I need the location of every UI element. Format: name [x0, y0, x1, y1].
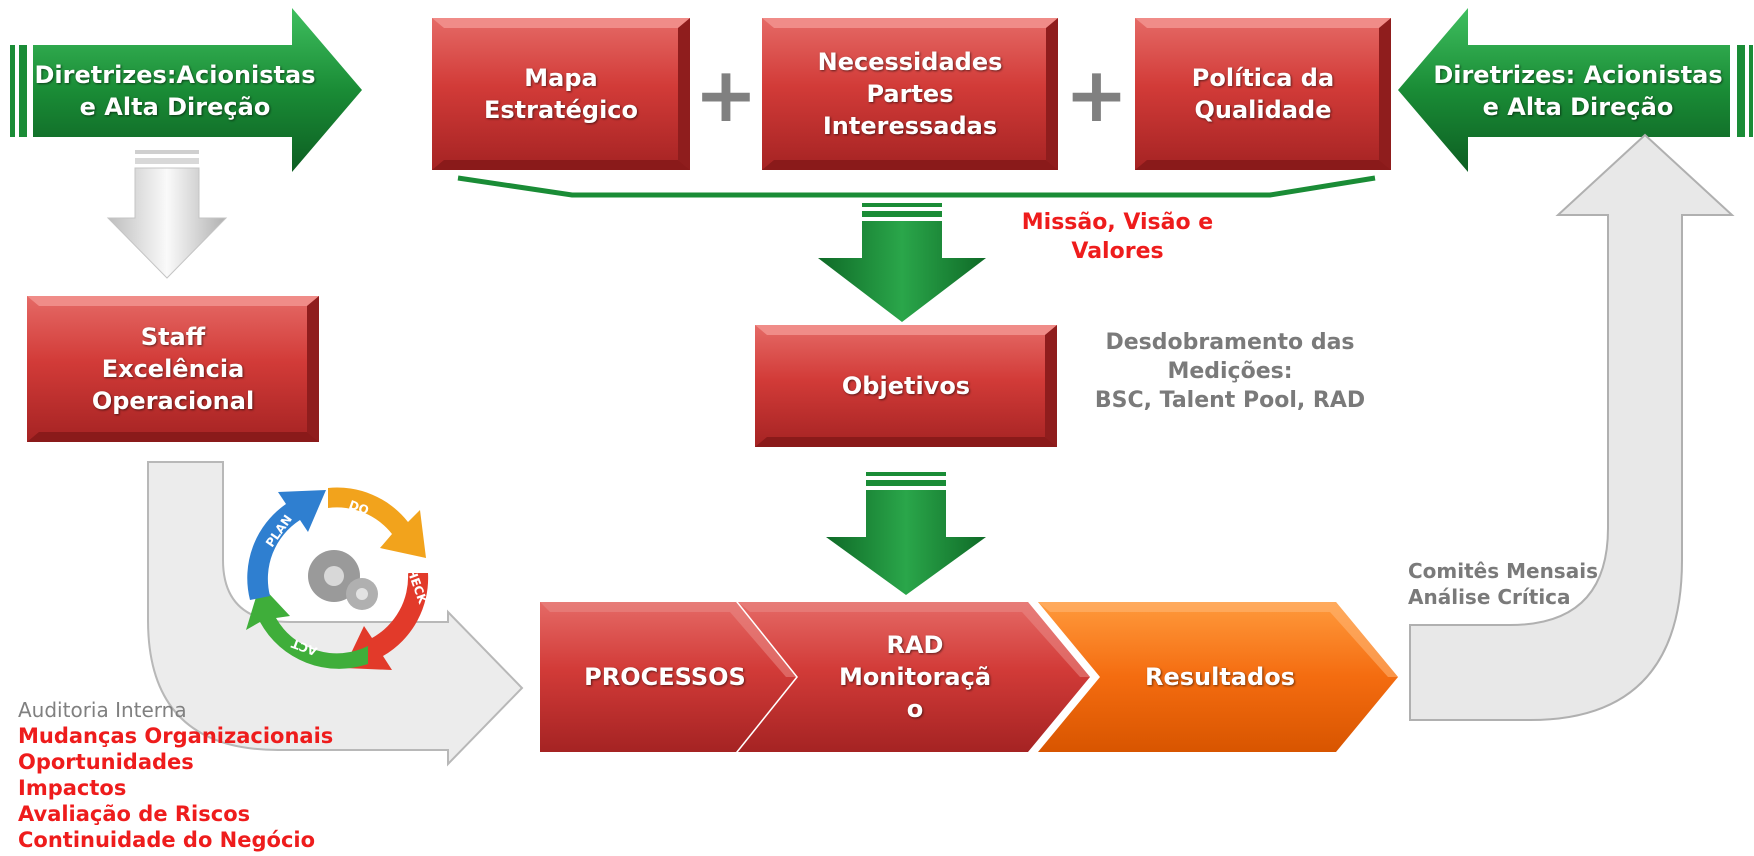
- objetivos-label: Objetivos: [841, 372, 971, 400]
- auditoria-title: Auditoria Interna: [18, 698, 187, 722]
- auditoria-item: Impactos: [18, 776, 127, 800]
- necessidades-label: Necessidades Partes Interessadas: [817, 48, 1003, 140]
- necessidades-box: [762, 18, 1058, 170]
- politica-box: [1135, 18, 1391, 170]
- right-directives-arrow: [1398, 8, 1753, 172]
- desdobramento-text: Desdobramento das Medições: BSC, Talent …: [1094, 330, 1366, 413]
- mapa-label: Mapa Estratégico: [483, 64, 639, 124]
- staff-box: [27, 296, 319, 442]
- right-directives-label: Diretrizes: Acionistas e Alta Direção: [1433, 61, 1723, 121]
- rad-label: RAD Monitoraçã o: [838, 631, 992, 723]
- pdca-do-label: DO: [347, 498, 371, 518]
- grey-down-arrow: [106, 150, 228, 279]
- processos-chevron: [540, 602, 796, 752]
- plus-sign-1: +: [694, 50, 758, 139]
- resultados-chevron: [1038, 602, 1398, 752]
- auditoria-block: Auditoria Interna Mudanças Organizaciona…: [18, 697, 358, 853]
- comites-text: Comitês Mensais Análise Crítica: [1408, 559, 1598, 609]
- mapa-box: [432, 18, 690, 170]
- resultados-label: Resultados: [1145, 663, 1295, 691]
- objetivos-box: [755, 325, 1057, 447]
- left-directives-label: Diretrizes:Acionistas e Alta Direção: [34, 61, 316, 121]
- rad-chevron: [738, 602, 1090, 752]
- auditoria-item: Mudanças Organizacionais: [18, 724, 334, 748]
- politica-label: Política da Qualidade: [1191, 64, 1335, 124]
- auditoria-item: Avaliação de Riscos: [18, 802, 251, 826]
- grey-up-arrow: [1409, 133, 1735, 721]
- green-down-arrow-2: [826, 472, 986, 595]
- auditoria-item: Oportunidades: [18, 750, 194, 774]
- auditoria-item: Continuidade do Negócio: [18, 828, 316, 852]
- staff-label: Staff Excelência Operacional: [91, 323, 255, 415]
- missao-text: Missão, Visão e Valores: [1021, 210, 1214, 264]
- grey-curved-arrow: [147, 461, 524, 767]
- processos-label: PROCESSOS: [584, 663, 746, 691]
- green-down-arrow-1: [818, 203, 986, 322]
- plus-sign-2: +: [1064, 50, 1129, 139]
- left-directives-arrow: [10, 8, 362, 172]
- bracket-line: [457, 175, 1376, 198]
